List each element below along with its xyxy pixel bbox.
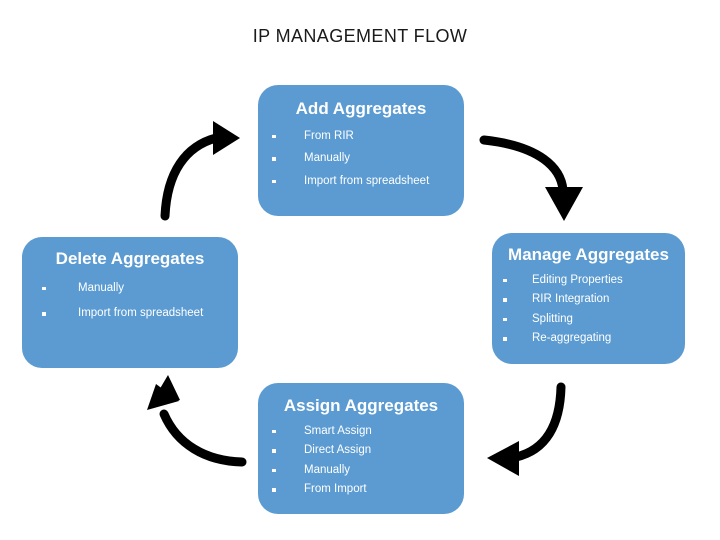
- list-item: Re-aggregating: [492, 332, 685, 345]
- page-title: IP MANAGEMENT FLOW: [252, 26, 468, 46]
- list-item: Direct Assign: [258, 444, 464, 457]
- bullet-label: Import from spreadsheet: [78, 307, 204, 320]
- bullet-dot-icon: [272, 157, 276, 161]
- bullet-label: Splitting: [532, 312, 573, 325]
- node-delete-title: Delete Aggregates: [55, 249, 205, 268]
- bullet-dot-icon: [503, 317, 507, 322]
- bullet-label: Direct Assign: [304, 444, 372, 457]
- bullet-label: From Import: [304, 483, 367, 496]
- arrow-manage-to-assign: [487, 382, 566, 476]
- node-manage-bullets: Editing Properties RIR Integration Split…: [492, 273, 685, 345]
- bullet-dot-icon: [272, 179, 276, 184]
- list-item: Editing Properties: [492, 273, 685, 287]
- node-assign-aggregates[interactable]: Assign Aggregates Smart Assign Direct As…: [258, 383, 464, 514]
- node-manage-title: Manage Aggregates: [508, 245, 669, 264]
- list-item: Manually: [258, 152, 464, 165]
- node-add-title: Add Aggregates: [295, 99, 427, 118]
- bullet-dot-icon: [272, 488, 276, 492]
- bullet-label: Import from spreadsheet: [304, 174, 430, 187]
- list-item: From Import: [258, 483, 464, 496]
- bullet-dot-icon: [272, 449, 276, 453]
- list-item: Smart Assign: [258, 424, 464, 438]
- list-item: Import from spreadsheet: [258, 174, 464, 188]
- bullet-dot-icon: [272, 134, 276, 139]
- bullet-label: RIR Integration: [532, 293, 610, 306]
- bullet-label: From RIR: [304, 129, 354, 142]
- bullet-label: Smart Assign: [304, 424, 372, 437]
- arrow-assign-to-delete: [147, 375, 247, 467]
- node-add-aggregates[interactable]: Add Aggregates From RIR Manually Import …: [258, 85, 464, 216]
- bullet-dot-icon: [42, 312, 46, 316]
- bullet-label: Manually: [78, 281, 125, 294]
- node-manage-aggregates[interactable]: Manage Aggregates Editing Properties RIR…: [492, 233, 685, 364]
- list-item: From RIR: [258, 129, 464, 143]
- list-item: Manually: [22, 281, 238, 295]
- node-add-bullets: From RIR Manually Import from spreadshee…: [258, 129, 464, 188]
- bullet-label: Manually: [304, 152, 351, 165]
- bullet-dot-icon: [42, 286, 46, 291]
- list-item: Import from spreadsheet: [22, 307, 238, 320]
- list-item: Splitting: [492, 312, 685, 326]
- node-assign-title: Assign Aggregates: [283, 396, 439, 415]
- bullet-dot-icon: [503, 278, 507, 283]
- node-delete-aggregates[interactable]: Delete Aggregates Manually Import from s…: [22, 237, 238, 368]
- bullet-label: Editing Properties: [532, 273, 623, 286]
- node-delete-bullets: Manually Import from spreadsheet: [22, 281, 238, 320]
- bullet-dot-icon: [272, 468, 276, 473]
- arrow-delete-to-add: [160, 121, 240, 221]
- arrow-add-to-manage: [479, 135, 583, 221]
- bullet-dot-icon: [272, 429, 276, 434]
- bullet-dot-icon: [503, 337, 507, 341]
- bullet-label: Manually: [304, 463, 351, 476]
- list-item: RIR Integration: [492, 293, 685, 306]
- node-assign-bullets: Smart Assign Direct Assign Manually From…: [258, 424, 464, 496]
- bullet-dot-icon: [503, 298, 507, 302]
- list-item: Manually: [258, 463, 464, 477]
- bullet-label: Re-aggregating: [532, 332, 612, 345]
